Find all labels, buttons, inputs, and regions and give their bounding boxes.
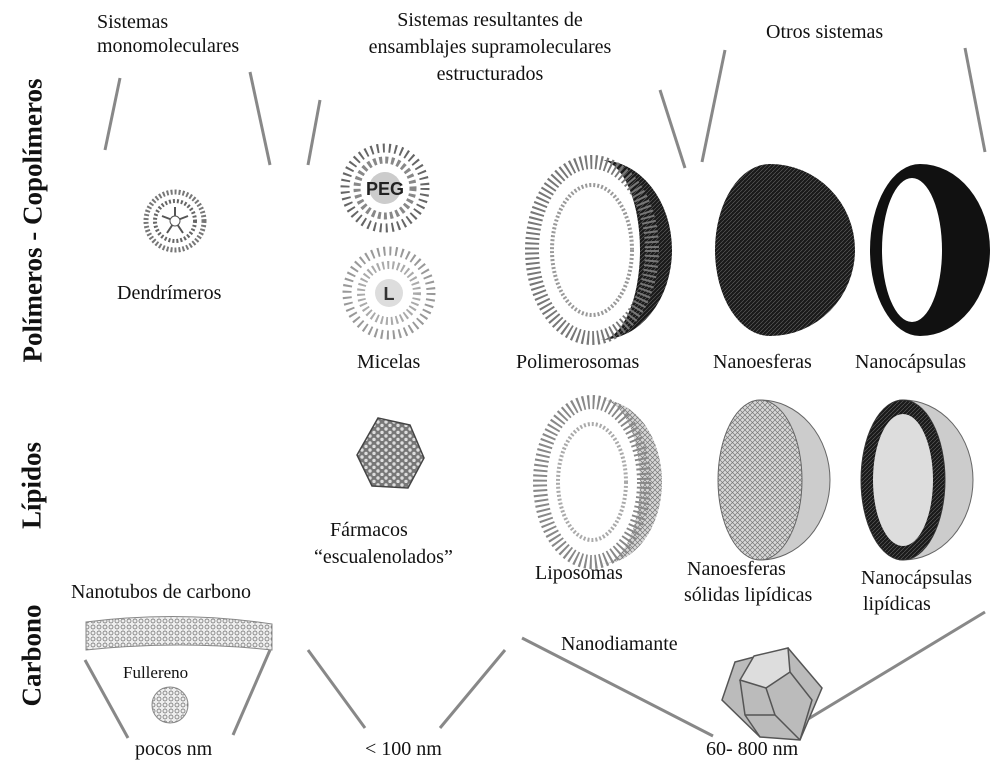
micelle-l-icon: L	[347, 251, 431, 335]
squalene-drug-icon	[357, 418, 424, 488]
header-bracket-lines	[105, 48, 985, 168]
solid-lipid-nanosphere-icon	[718, 400, 830, 560]
peg-text: PEG	[366, 179, 404, 199]
lipid-nanocapsule-icon	[861, 400, 973, 560]
nanosphere-icon	[715, 164, 855, 336]
dendrimer-icon	[146, 192, 204, 250]
nanocapsule-icon	[870, 164, 990, 336]
carbon-nanotube-icon	[86, 616, 272, 650]
fullerene-icon	[152, 687, 188, 723]
liposome-icon	[540, 400, 662, 564]
polymersome-icon	[532, 160, 672, 340]
nanodiamond-icon	[722, 648, 822, 740]
l-text: L	[384, 284, 395, 304]
micelle-peg-icon: PEG	[345, 148, 425, 228]
